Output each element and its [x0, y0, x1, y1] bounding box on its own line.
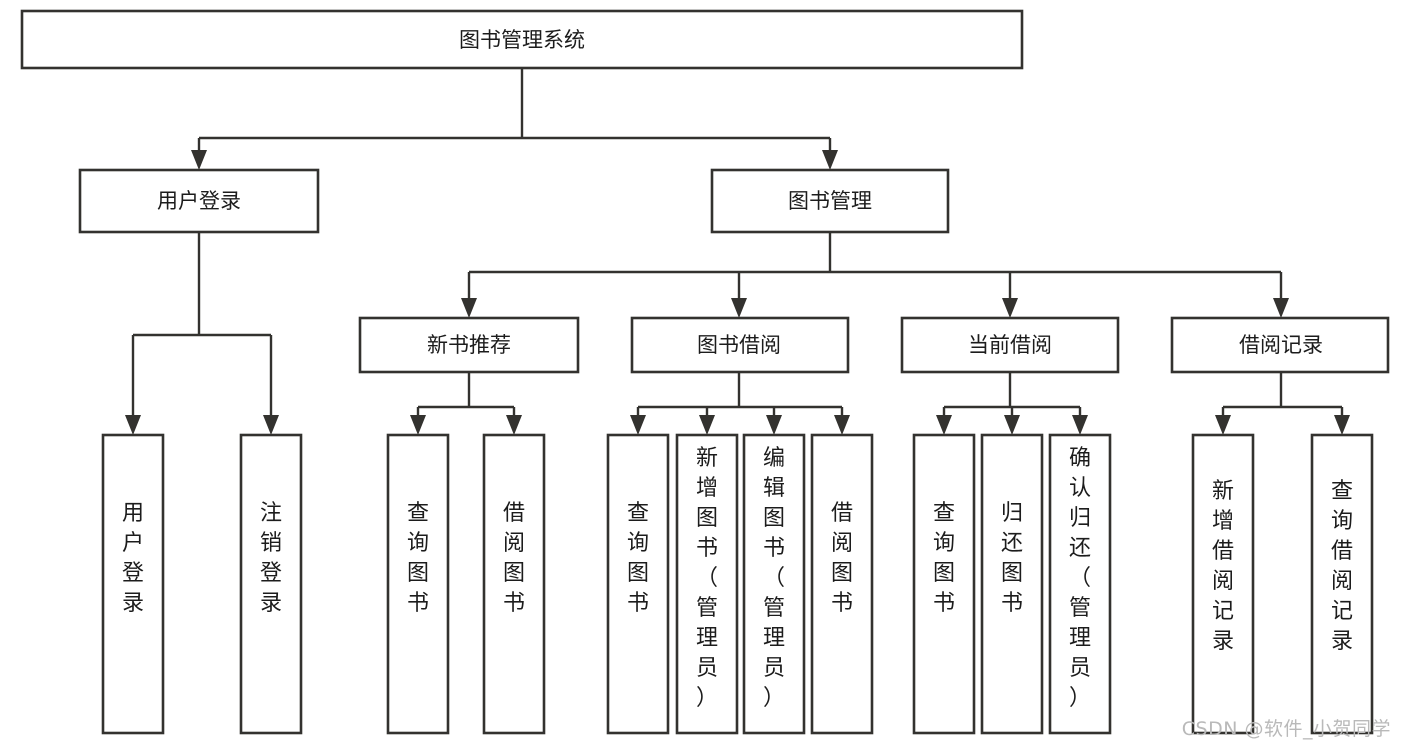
node-box-root[interactable]: [20, 9, 1024, 70]
node-box-book-manage[interactable]: [710, 168, 950, 234]
arrow-book-manage-child-3: [1273, 298, 1289, 318]
arrow-cb-leaf-0: [936, 415, 952, 435]
node-leaf-add-record[interactable]: 新增借阅记录: [1191, 433, 1255, 735]
node-borrow-record[interactable]: 借阅记录: [1170, 316, 1390, 374]
arrow-user-login-leaf-0: [125, 415, 141, 435]
node-label-leaf-add-book: 新增图书（管理员）: [696, 446, 718, 711]
node-label-leaf-return-book: 归还图书: [1001, 501, 1023, 616]
arrow-br-leaf-1: [1334, 415, 1350, 435]
node-label-book-manage: 图书管理: [788, 189, 872, 213]
node-user-login[interactable]: 用户登录: [78, 168, 320, 234]
arrow-book-manage-child-1: [731, 298, 747, 318]
node-label-current-borrow: 当前借阅: [968, 333, 1052, 357]
connector-group-root: [191, 68, 838, 170]
node-box-leaf-user-login[interactable]: [101, 433, 165, 735]
arrow-bb-leaf-0: [630, 415, 646, 435]
arrow-nbr-leaf-1: [506, 415, 522, 435]
node-box-leaf-query-record[interactable]: [1310, 433, 1374, 735]
node-leaf-logout[interactable]: 注销登录: [239, 433, 303, 735]
node-label-new-book-recommend: 新书推荐: [427, 333, 511, 357]
node-box-leaf-borrow-book-1[interactable]: [482, 433, 546, 735]
node-box-leaf-borrow-book-2[interactable]: [810, 433, 874, 735]
node-leaf-borrow-book-1[interactable]: 借阅图书: [482, 433, 546, 735]
node-label-book-borrow: 图书借阅: [697, 333, 781, 357]
arrow-book-manage-child-0: [461, 298, 477, 318]
node-label-leaf-user-login: 用户登录: [122, 501, 144, 616]
watermark-text: CSDN @软件_小贺同学: [1181, 718, 1391, 740]
node-label-user-login: 用户登录: [157, 189, 241, 213]
node-new-book-recommend[interactable]: 新书推荐: [358, 316, 580, 374]
arrow-nbr-leaf-0: [410, 415, 426, 435]
node-label-leaf-query-record: 查询借阅记录: [1331, 479, 1353, 654]
node-box-leaf-edit-book[interactable]: [742, 433, 806, 735]
node-current-borrow[interactable]: 当前借阅: [900, 316, 1120, 374]
node-label-leaf-borrow-book-2: 借阅图书: [831, 501, 853, 616]
node-leaf-query-book-2[interactable]: 查询图书: [606, 433, 670, 735]
node-leaf-add-book[interactable]: 新增图书（管理员）: [675, 433, 739, 735]
arrow-root-to-book-manage: [822, 150, 838, 170]
node-label-leaf-add-record: 新增借阅记录: [1212, 479, 1234, 654]
node-label-leaf-confirm-return: 确认归还（管理员）: [1069, 446, 1091, 711]
node-leaf-confirm-return[interactable]: 确认归还（管理员）: [1048, 433, 1112, 735]
node-label-root: 图书管理系统: [459, 28, 585, 52]
node-label-leaf-borrow-book-1: 借阅图书: [503, 501, 525, 616]
arrow-book-manage-child-2: [1002, 298, 1018, 318]
node-box-leaf-add-book[interactable]: [675, 433, 739, 735]
node-box-new-book-recommend[interactable]: [358, 316, 580, 374]
node-box-leaf-query-book-2[interactable]: [606, 433, 670, 735]
node-label-borrow-record: 借阅记录: [1239, 333, 1323, 357]
node-book-management-system[interactable]: 图书管理系统: [20, 9, 1024, 70]
node-leaf-edit-book[interactable]: 编辑图书（管理员）: [742, 433, 806, 735]
node-box-user-login[interactable]: [78, 168, 320, 234]
node-label-leaf-edit-book: 编辑图书（管理员）: [763, 446, 785, 711]
node-label-leaf-logout: 注销登录: [260, 501, 282, 616]
arrow-bb-leaf-3: [834, 415, 850, 435]
node-box-leaf-logout[interactable]: [239, 433, 303, 735]
node-box-leaf-add-record[interactable]: [1191, 433, 1255, 735]
connector-group-book-borrow: [630, 372, 850, 435]
node-label-leaf-query-book-2: 查询图书: [627, 501, 649, 616]
connector-group-user-login: [125, 232, 279, 435]
node-box-book-borrow[interactable]: [630, 316, 850, 374]
node-book-manage[interactable]: 图书管理: [710, 168, 950, 234]
node-label-leaf-query-book-3: 查询图书: [933, 501, 955, 616]
arrow-bb-leaf-2: [766, 415, 782, 435]
node-leaf-user-login[interactable]: 用户登录: [101, 433, 165, 735]
node-leaf-query-book-1[interactable]: 查询图书: [386, 433, 450, 735]
node-label-leaf-query-book-1: 查询图书: [407, 501, 429, 616]
node-leaf-query-book-3[interactable]: 查询图书: [912, 433, 976, 735]
node-box-borrow-record[interactable]: [1170, 316, 1390, 374]
node-leaf-borrow-book-2[interactable]: 借阅图书: [810, 433, 874, 735]
connector-group-current-borrow: [936, 372, 1088, 435]
arrow-br-leaf-0: [1215, 415, 1231, 435]
node-box-leaf-query-book-1[interactable]: [386, 433, 450, 735]
arrow-bb-leaf-1: [699, 415, 715, 435]
connector-group-new-book-recommend: [410, 372, 522, 435]
connector-group-book-manage: [461, 232, 1289, 318]
node-box-current-borrow[interactable]: [900, 316, 1120, 374]
node-box-leaf-query-book-3[interactable]: [912, 433, 976, 735]
node-leaf-query-record[interactable]: 查询借阅记录: [1310, 433, 1374, 735]
node-book-borrow[interactable]: 图书借阅: [630, 316, 850, 374]
node-leaf-return-book[interactable]: 归还图书: [980, 433, 1044, 735]
node-box-leaf-return-book[interactable]: [980, 433, 1044, 735]
arrow-cb-leaf-2: [1072, 415, 1088, 435]
arrow-user-login-leaf-1: [263, 415, 279, 435]
connector-group-borrow-record: [1215, 372, 1350, 435]
node-box-leaf-confirm-return[interactable]: [1048, 433, 1112, 735]
arrow-cb-leaf-1: [1004, 415, 1020, 435]
arrow-root-to-user-login: [191, 150, 207, 170]
